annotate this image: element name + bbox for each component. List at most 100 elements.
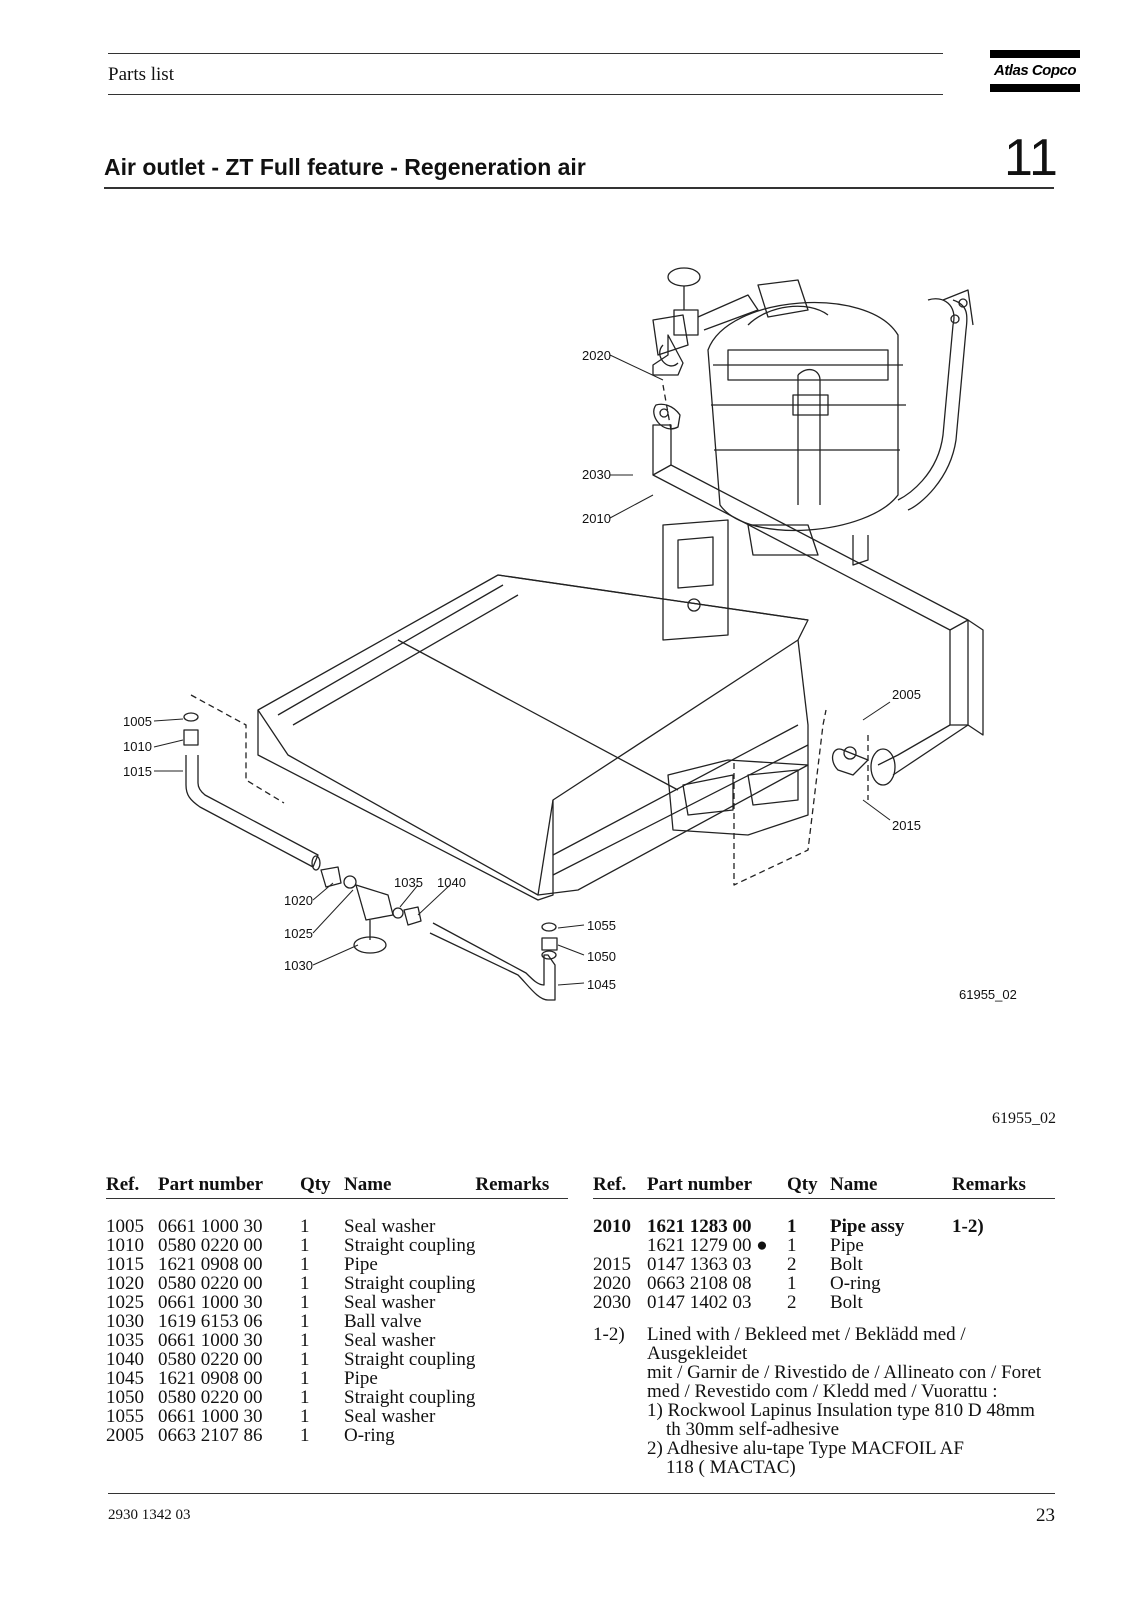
note-line: 118 ( MACTAC) [647, 1457, 796, 1478]
pipe-assy-2010-drawing [652, 334, 984, 786]
callout-1005: 1005 [123, 714, 152, 729]
callout-1025: 1025 [284, 926, 313, 941]
cell-remarks [952, 1293, 1055, 1312]
header-label: Parts list [108, 64, 174, 85]
callout-1010: 1010 [123, 739, 152, 754]
cell-remarks [475, 1236, 568, 1255]
cell-name: Straight coupling [344, 1273, 476, 1294]
cell-name: Seal washer [344, 1216, 436, 1237]
col-part-number: Part number [158, 1175, 300, 1199]
col-qty: Qty [787, 1175, 830, 1199]
cell-ref: 2010 [593, 1216, 631, 1237]
col-qty: Qty [300, 1175, 344, 1199]
callout-1030: 1030 [284, 958, 313, 973]
cell-part-number: 1621 1283 00 [647, 1216, 752, 1237]
cell-ref: 1025 [106, 1292, 144, 1313]
cell-qty: 1 [787, 1273, 797, 1294]
col-part-number: Part number [647, 1175, 787, 1199]
cell-ref: 1050 [106, 1387, 144, 1408]
table-header-row: Ref. Part number Qty Name Remarks [593, 1175, 1055, 1199]
callout-leaders [153, 354, 891, 986]
cell-qty: 1 [300, 1330, 310, 1351]
col-remarks: Remarks [952, 1175, 1055, 1199]
exploded-view-diagram: 2020 2030 2010 2005 2015 1005 1010 1015 … [123, 267, 1017, 1002]
callout-2015: 2015 [892, 818, 921, 833]
cell-qty: 1 [300, 1406, 310, 1427]
cell-part-number: 0580 0220 00 [158, 1273, 263, 1294]
cell-part-number: 0663 2107 86 [158, 1425, 263, 1446]
cell-ref: 1055 [106, 1406, 144, 1427]
col-ref: Ref. [593, 1175, 647, 1199]
callout-1015: 1015 [123, 764, 152, 779]
cell-name: Pipe assy [830, 1216, 905, 1237]
cell-qty: 2 [787, 1292, 797, 1313]
atlas-copco-logo: Atlas Copco [990, 50, 1080, 92]
left-pipe-assembly-drawing [183, 712, 558, 1001]
cell-name: Pipe [344, 1368, 378, 1389]
note-line: med / Revestido com / Kledd med / Vuorat… [647, 1381, 998, 1402]
col-name: Name [344, 1175, 476, 1199]
callout-2010: 2010 [582, 511, 611, 526]
cell-ref: 2030 [593, 1292, 631, 1313]
cell-ref: 1045 [106, 1368, 144, 1389]
cell-name: Pipe [830, 1235, 864, 1256]
cell-qty: 1 [300, 1349, 310, 1370]
cell-ref: 1030 [106, 1311, 144, 1332]
footer-rule [108, 1493, 1055, 1494]
cell-ref: 1015 [106, 1254, 144, 1275]
note-line: mit / Garnir de / Rivestido de / Allinea… [647, 1362, 1042, 1383]
cell-part-number: 1621 0908 00 [158, 1368, 263, 1389]
cell-qty: 1 [300, 1387, 310, 1408]
cell-qty: 1 [300, 1254, 310, 1275]
figure-reference: 61955_02 [992, 1110, 1056, 1127]
cell-remarks [952, 1255, 1055, 1274]
heat-exchanger-drawing [257, 519, 809, 901]
assembly-guides [190, 384, 869, 886]
cell-part-number: 1621 0908 00 [158, 1254, 263, 1275]
cell-part-number: 0661 1000 30 [158, 1406, 263, 1427]
cell-name: Seal washer [344, 1406, 436, 1427]
cell-name: O-ring [830, 1273, 881, 1294]
cell-name: Seal washer [344, 1330, 436, 1351]
table-header-row: Ref. Part number Qty Name Remarks [106, 1175, 568, 1199]
callout-1045: 1045 [587, 977, 616, 992]
cell-ref: 1035 [106, 1330, 144, 1351]
callout-2030: 2030 [582, 467, 611, 482]
cell-qty: 1 [787, 1235, 797, 1256]
callout-1040: 1040 [437, 875, 466, 890]
section-number: 11 [1004, 129, 1058, 187]
cell-part-number: 0661 1000 30 [158, 1216, 263, 1237]
cell-part-number: 1619 6153 06 [158, 1311, 263, 1332]
cell-part-number: 0147 1402 03 [647, 1292, 752, 1313]
cell-remarks [475, 1312, 568, 1331]
page-title: Air outlet - ZT Full feature - Regenerat… [104, 154, 586, 180]
note-line: 2) Adhesive alu-tape Type MACFOIL AF [647, 1438, 964, 1459]
cell-part-number: 0580 0220 00 [158, 1235, 263, 1256]
cell-remarks [475, 1350, 568, 1369]
cell-qty: 1 [300, 1311, 310, 1332]
header-bottom-rule [108, 94, 943, 95]
note-line: th 30mm self-adhesive [647, 1419, 840, 1440]
callout-1020: 1020 [284, 893, 313, 908]
note-key: 1-2) [593, 1324, 625, 1345]
cell-name: Straight coupling [344, 1387, 476, 1408]
cell-name: Ball valve [344, 1311, 422, 1332]
callout-1035: 1035 [394, 875, 423, 890]
callout-2020: 2020 [582, 348, 611, 363]
cell-remarks [952, 1274, 1055, 1293]
page-number: 23 [1036, 1505, 1055, 1526]
cell-part-number: 0661 1000 30 [158, 1292, 263, 1313]
cell-ref: 1005 [106, 1216, 144, 1237]
cell-name: Pipe [344, 1254, 378, 1275]
